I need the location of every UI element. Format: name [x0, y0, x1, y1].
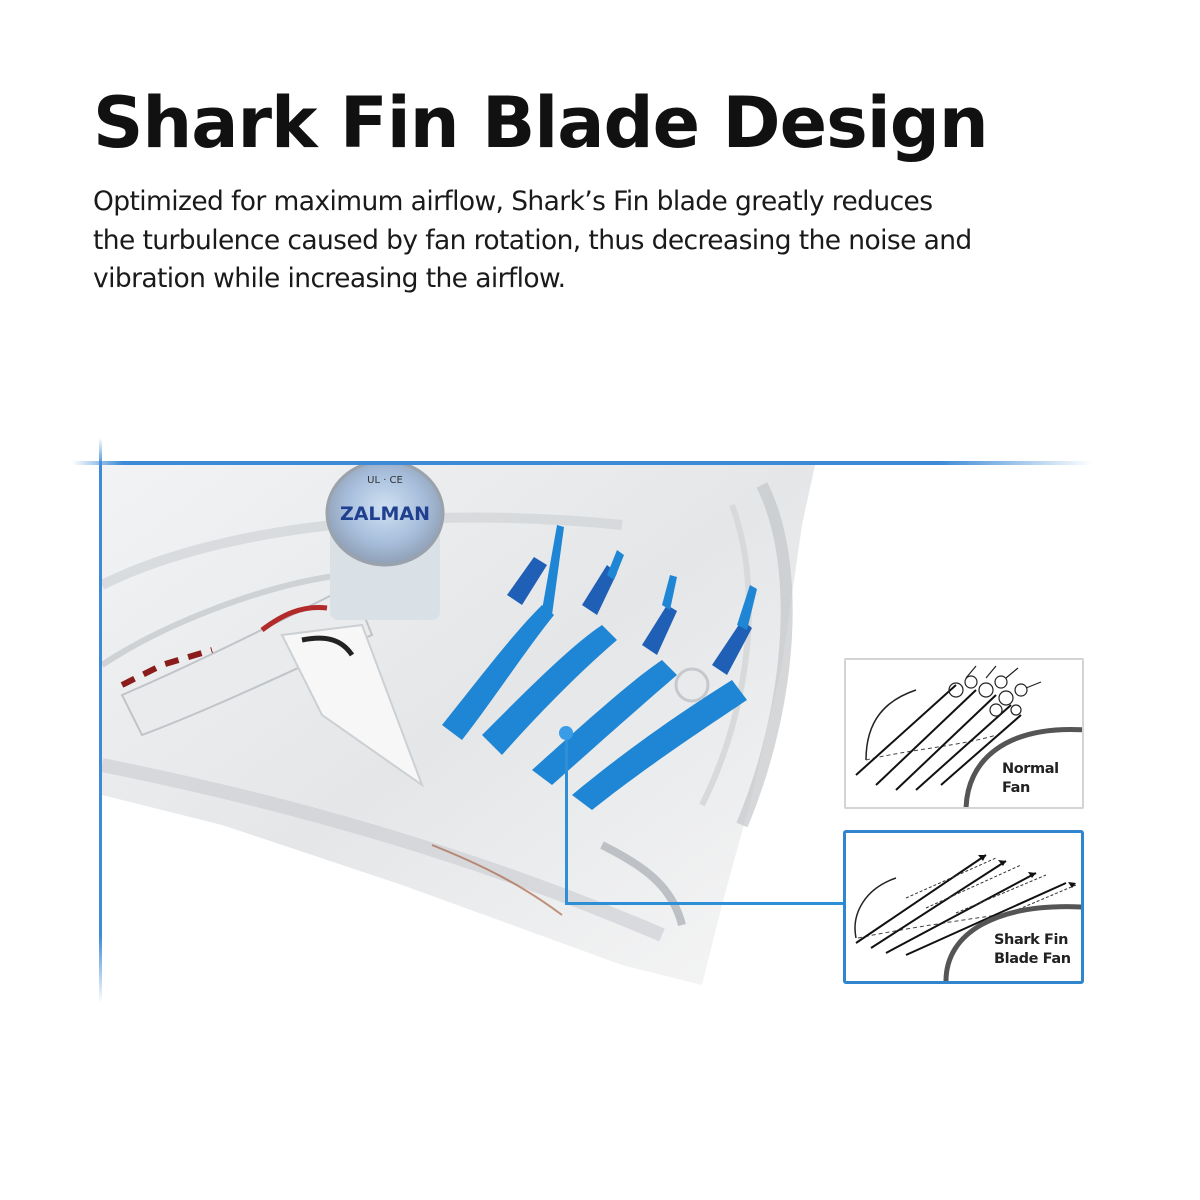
- fan-product-photo: ZALMAN UL · CE: [102, 465, 815, 985]
- normal-airflow-illustration: [855, 665, 1082, 807]
- callout-line-vertical: [565, 733, 568, 905]
- page-title: Shark Fin Blade Design: [93, 82, 989, 164]
- normal-fan-diagram: Normal Fan: [844, 658, 1084, 809]
- horizontal-divider: [72, 461, 1092, 465]
- callout-dot: [559, 726, 573, 740]
- callout-line-horizontal: [565, 902, 845, 905]
- svg-text:UL · CE: UL · CE: [367, 475, 403, 486]
- shark-fin-fan-diagram: Shark Fin Blade Fan: [843, 830, 1084, 984]
- description: Optimized for maximum airflow, Shark’s F…: [93, 183, 1133, 299]
- vertical-divider: [99, 438, 102, 1003]
- description-line-1: Optimized for maximum airflow, Shark’s F…: [93, 186, 933, 217]
- shark-fin-fan-label: Shark Fin Blade Fan: [994, 932, 1071, 967]
- normal-fan-label: Normal Fan: [1002, 761, 1059, 796]
- description-line-3: vibration while increasing the airflow.: [93, 263, 566, 294]
- brand-label: ZALMAN: [340, 503, 430, 525]
- description-line-2: the turbulence caused by fan rotation, t…: [93, 224, 972, 256]
- shark-airflow-illustration: [854, 854, 1081, 981]
